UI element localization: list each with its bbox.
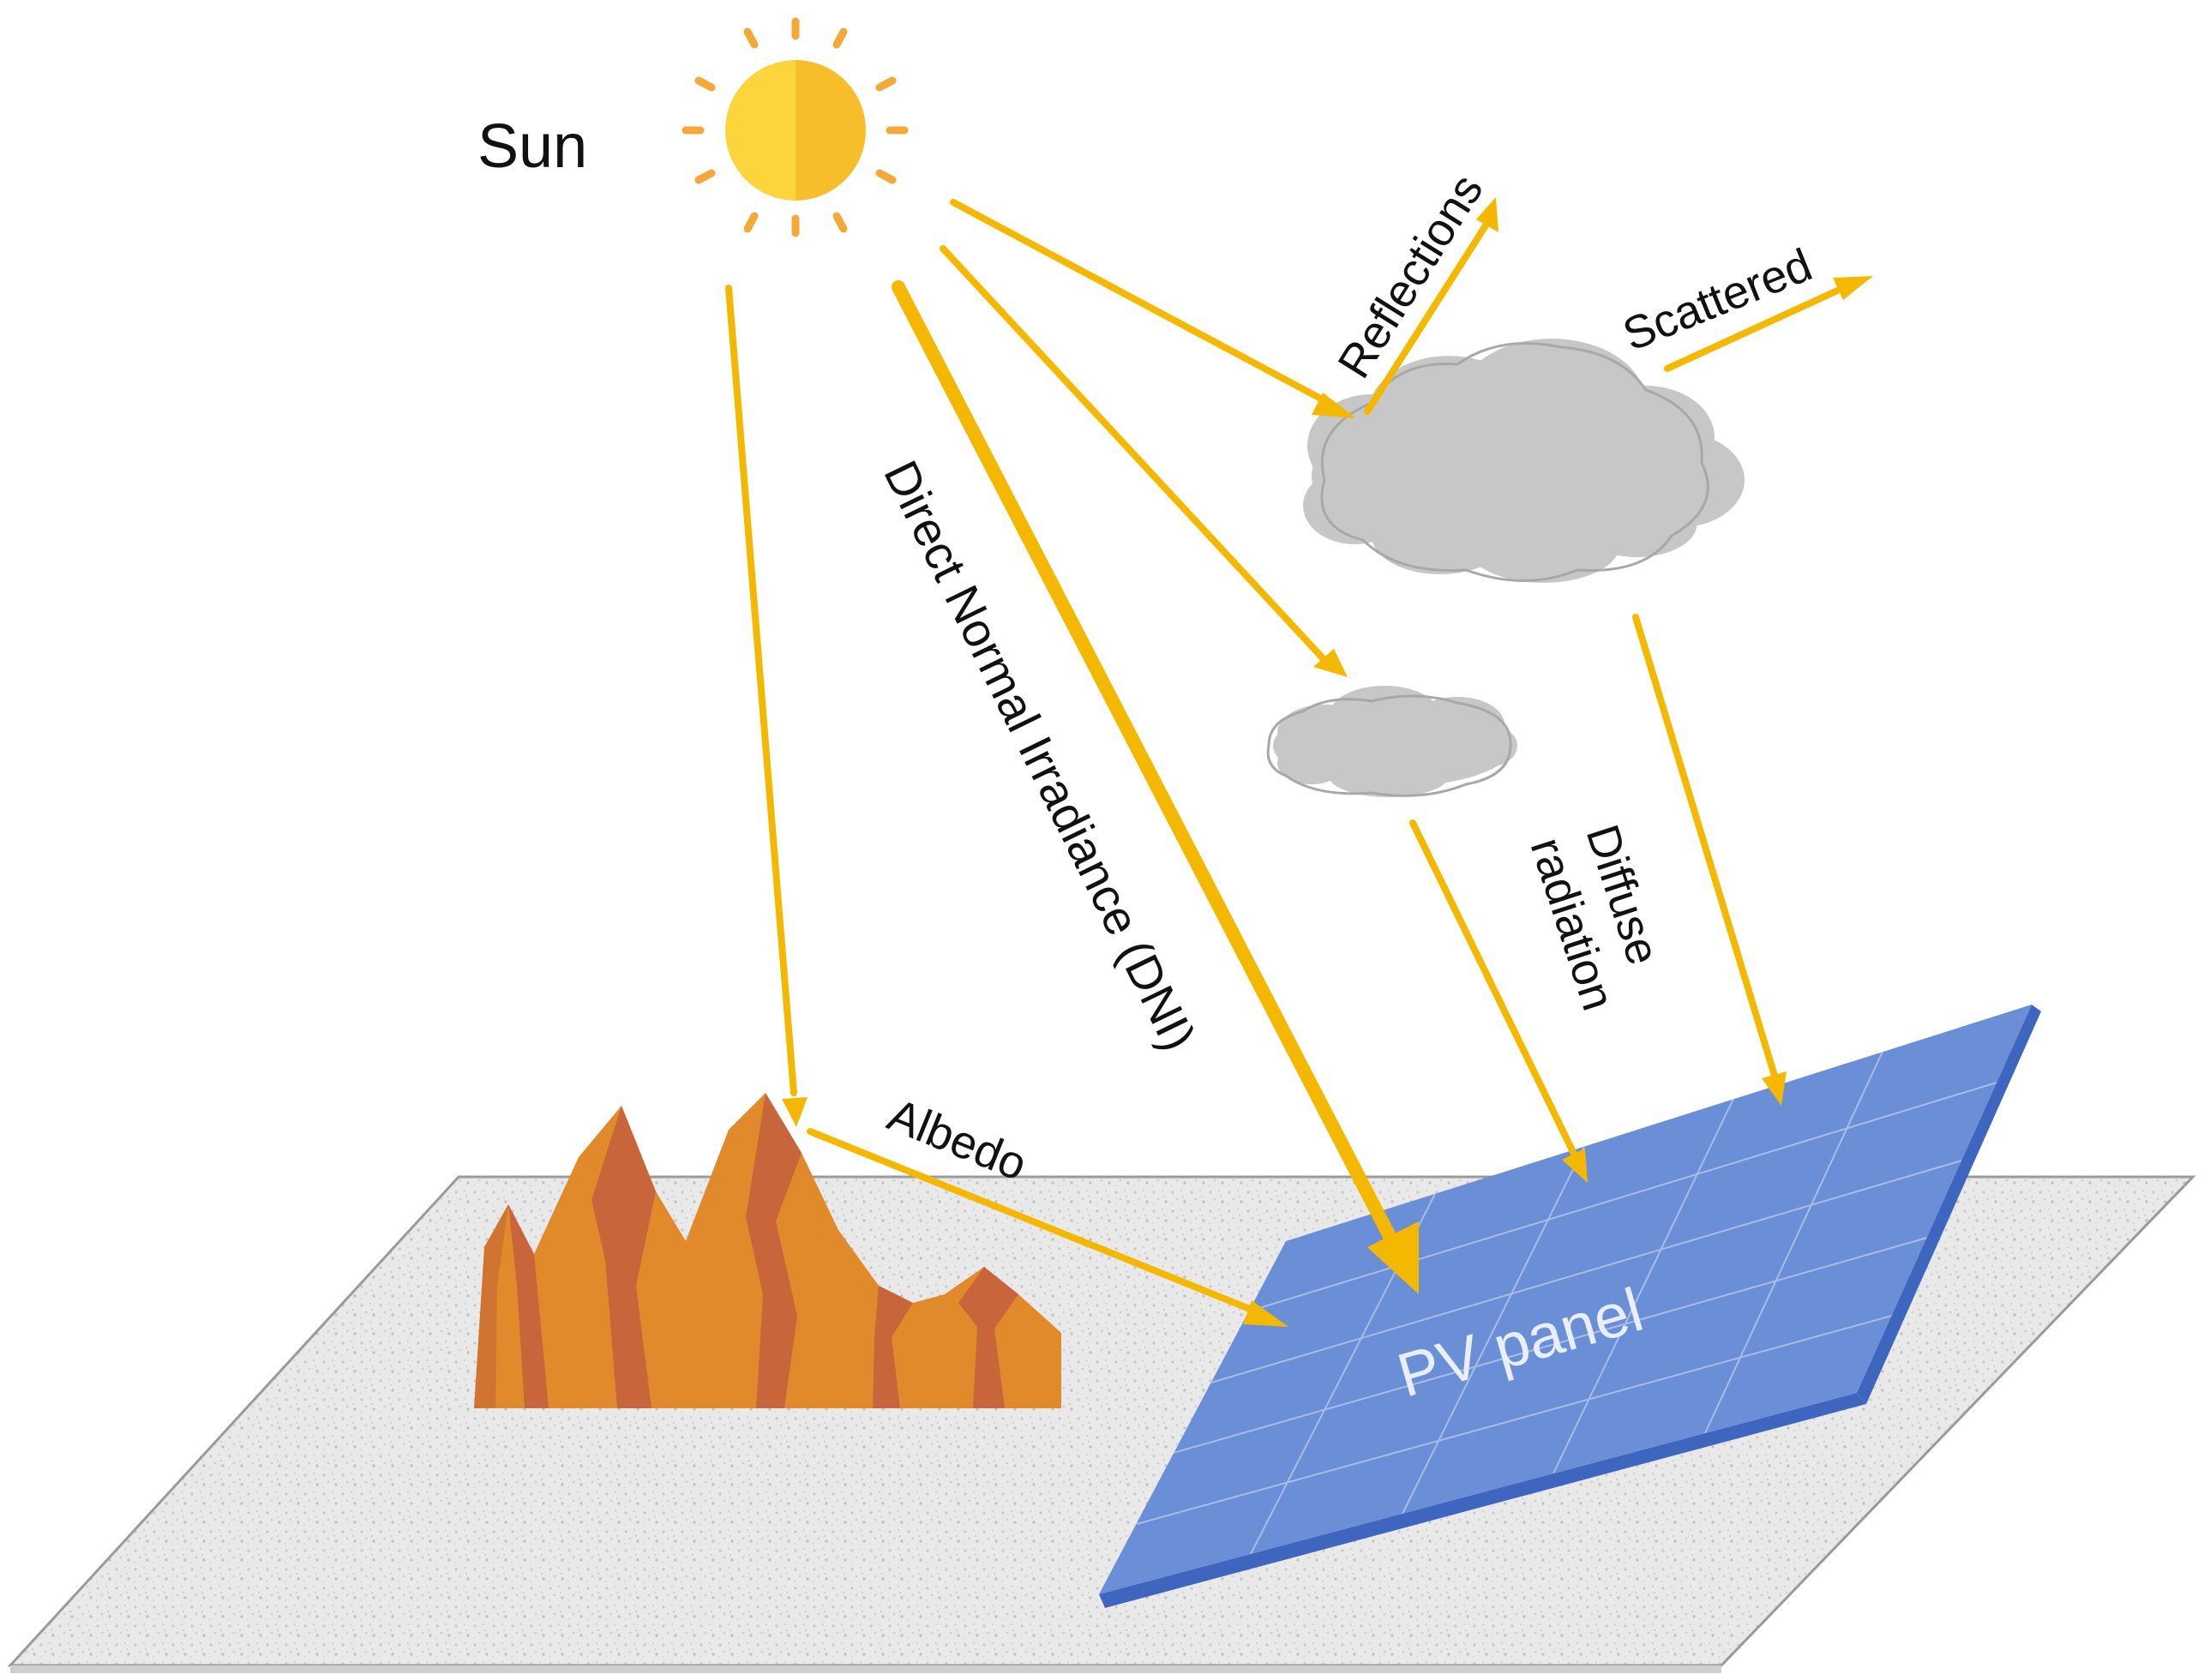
- panel-side: [1857, 1005, 2041, 1404]
- ray-dni-arrowhead: [1367, 1221, 1419, 1294]
- ray-reflection: [1364, 219, 1491, 415]
- sun-label: Sun: [477, 112, 587, 181]
- cloud-icon: [1303, 339, 1745, 583]
- dni-label: Direct Normal Irradiance (DNI): [874, 453, 1206, 1059]
- ray-to-ground: [725, 285, 797, 1096]
- ray-dni: [892, 280, 1400, 1250]
- ray-scattered: [1664, 285, 1847, 372]
- ray-albedo-arrowhead: [1243, 1300, 1288, 1327]
- solar-panel-icon: PV panel: [1099, 1005, 2041, 1608]
- mountain-icon: [474, 1093, 1061, 1408]
- ray-diffuse-small-arrowhead: [1562, 1149, 1588, 1183]
- sun-icon: [682, 17, 909, 237]
- radiation-arrows: [725, 197, 1873, 1327]
- ray-albedo: [807, 1128, 1264, 1317]
- ray-diffuse-big-arrowhead: [1762, 1071, 1787, 1106]
- albedo-label: Albedo: [881, 1089, 1034, 1191]
- ray-to-big-cloud-arrowhead: [1312, 393, 1356, 418]
- panel-top: [1099, 1005, 2032, 1594]
- ground-plane-edge: [10, 1665, 1721, 1673]
- reflections-label: Reflections: [1328, 165, 1492, 387]
- ray-to-ground-arrowhead: [782, 1097, 808, 1127]
- ray-reflection-arrowhead: [1476, 197, 1498, 232]
- cloud-icon-small: [1266, 686, 1517, 797]
- ray-to-small-cloud: [940, 245, 1328, 663]
- ray-diffuse-big: [1632, 614, 1778, 1079]
- panel-front: [1099, 1393, 1866, 1608]
- ray-scattered-arrowhead: [1833, 276, 1873, 300]
- ray-to-big-cloud: [950, 199, 1332, 406]
- ray-diffuse-small: [1409, 819, 1579, 1161]
- ray-to-small-cloud-arrowhead: [1313, 649, 1348, 677]
